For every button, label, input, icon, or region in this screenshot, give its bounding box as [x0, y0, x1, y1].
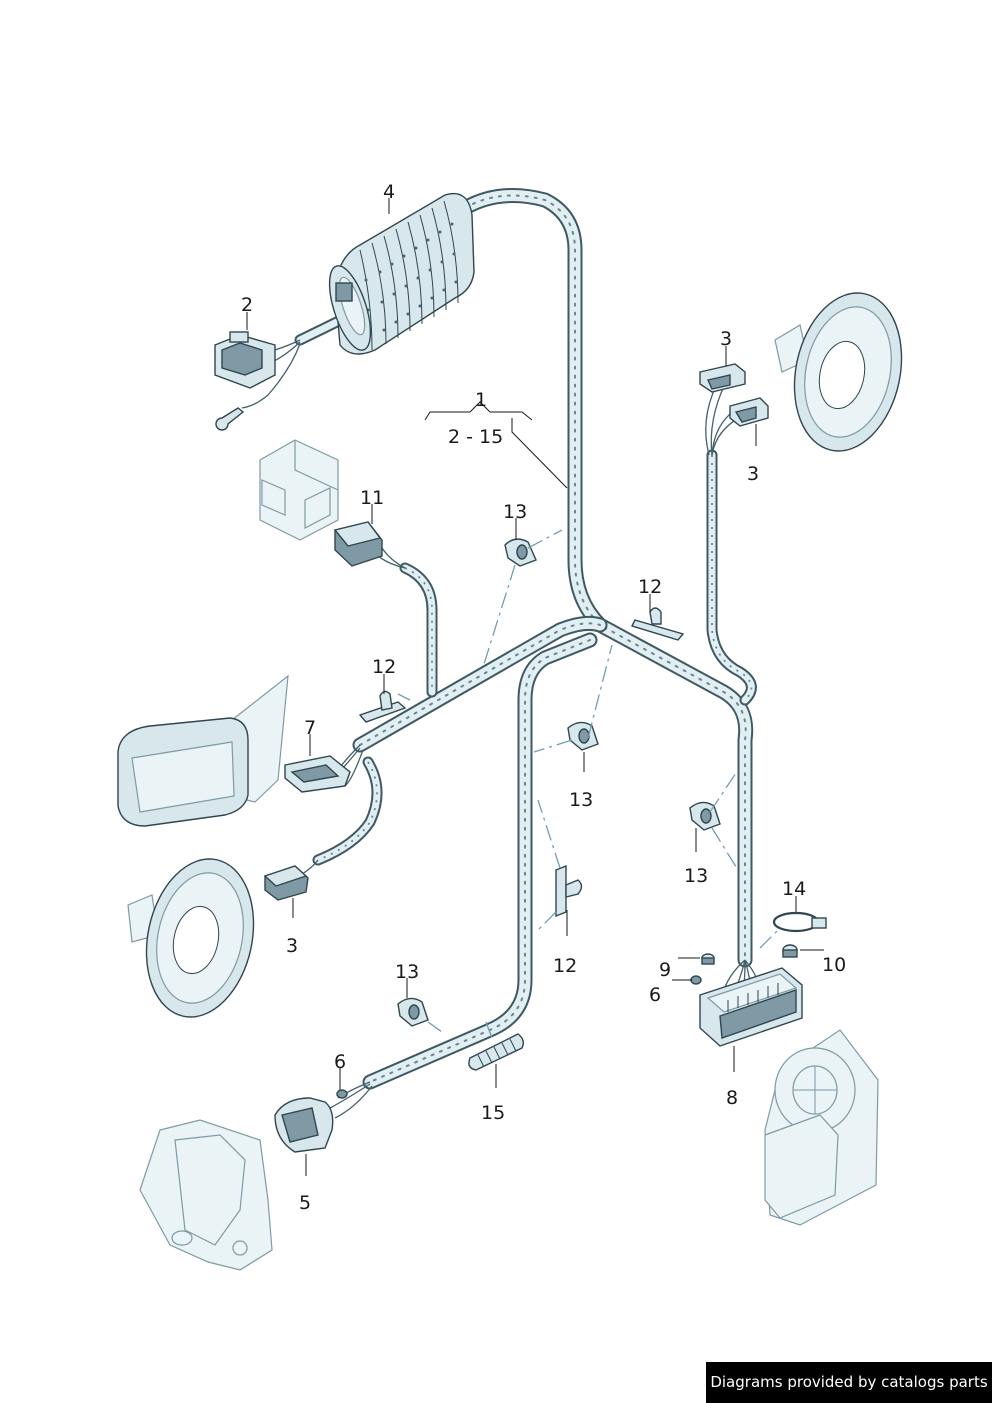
corrugated-tube-15: [468, 1033, 525, 1071]
label-3-top-a: 3: [720, 328, 732, 350]
label-1: 1: [475, 389, 487, 411]
label-7: 7: [304, 717, 316, 739]
label-leaders: [246, 198, 824, 1176]
clip-12-left: [358, 690, 407, 723]
label-4: 4: [383, 181, 395, 203]
label-6-right: 6: [649, 984, 661, 1006]
part-labels: 1 2 - 15 2 3 3 3 4 5 6 6 7 8 9 10 11 12 …: [241, 181, 846, 1214]
label-3-top-b: 3: [747, 463, 759, 485]
plug-6-right: [690, 975, 702, 985]
clip-13-mid: [567, 721, 599, 751]
label-13-bottom: 13: [395, 961, 419, 983]
plug-10: [782, 944, 798, 958]
label-3-left: 3: [286, 935, 298, 957]
label-13-mid: 13: [569, 789, 593, 811]
label-2: 2: [241, 294, 253, 316]
clip-12-right: [631, 607, 685, 641]
label-6-bottom: 6: [334, 1051, 346, 1073]
connector-3-top-a: [699, 363, 746, 393]
connector-7: [284, 755, 351, 793]
main-harness: [294, 188, 757, 1090]
connector-3-top-b: [729, 397, 769, 427]
label-12-right: 12: [638, 576, 662, 598]
label-12-left: 12: [372, 656, 396, 678]
connector-2: [214, 331, 276, 431]
clip-dash-leaders: [397, 529, 781, 1039]
speaker-left: [127, 858, 255, 1018]
label-11: 11: [360, 487, 384, 509]
control-module: [259, 439, 339, 541]
label-range: 2 - 15: [448, 426, 503, 448]
connector-11: [333, 521, 383, 567]
connector-8: [699, 967, 803, 1047]
door-lock: [139, 1119, 273, 1271]
label-9: 9: [659, 959, 671, 981]
clip-13-right: [689, 801, 721, 831]
label-13-top: 13: [503, 501, 527, 523]
plug-9: [701, 953, 715, 965]
plug-6-bottom: [336, 1089, 348, 1099]
label-14: 14: [782, 878, 806, 900]
connector-5: [274, 1097, 334, 1153]
label-12-lower: 12: [553, 955, 577, 977]
label-13-right: 13: [684, 865, 708, 887]
label-10: 10: [822, 954, 846, 976]
connector-3-left: [263, 865, 309, 901]
cable-tie-14: [772, 911, 827, 933]
clip-13-top: [504, 538, 537, 567]
credit-banner: Diagrams provided by catalogs parts: [706, 1362, 992, 1403]
label-8: 8: [726, 1087, 738, 1109]
label-15: 15: [481, 1102, 505, 1124]
window-motor: [764, 1029, 879, 1226]
grommet-boot: [328, 192, 475, 355]
side-mirror: [117, 674, 289, 827]
clip-12-lower: [555, 864, 583, 918]
clip-13-bottom: [397, 997, 429, 1027]
label-5: 5: [299, 1192, 311, 1214]
speaker-top-right: [774, 292, 903, 452]
